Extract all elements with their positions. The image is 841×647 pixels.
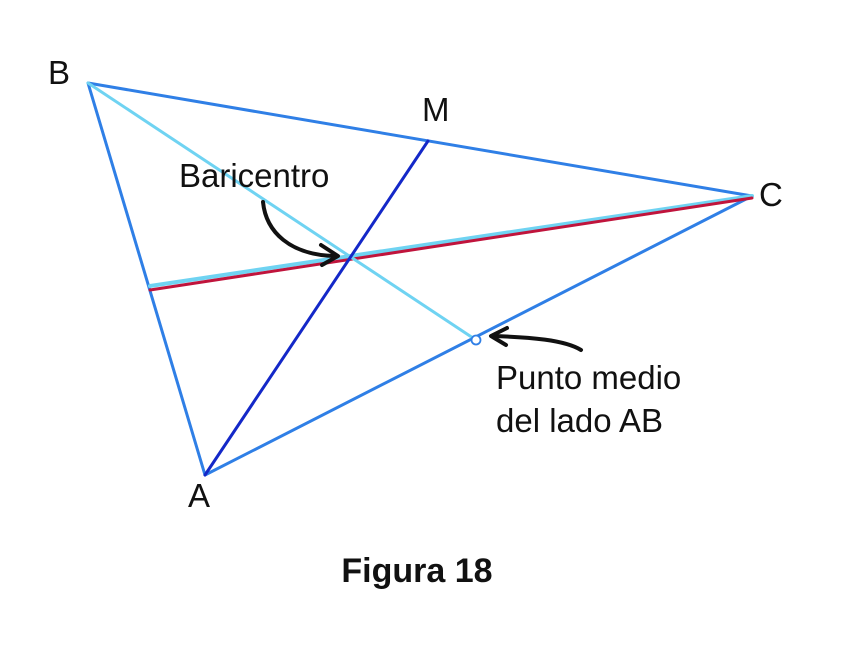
centroid-arrowhead-icon bbox=[319, 243, 340, 267]
centroid-arrow bbox=[261, 200, 340, 267]
midpoint-annotation-line2: del lado AB bbox=[496, 402, 663, 439]
side-bc bbox=[86, 81, 754, 198]
median-from-c-light bbox=[148, 194, 754, 288]
side-ab bbox=[86, 81, 207, 477]
midpoint-arrow bbox=[489, 326, 583, 352]
figure-caption: Figura 18 bbox=[341, 552, 492, 590]
midpoint-arrowhead-icon bbox=[489, 326, 509, 347]
vertex-label-a: A bbox=[188, 477, 210, 514]
medians bbox=[86, 81, 754, 477]
median-from-b bbox=[86, 81, 475, 340]
median-from-c-dark bbox=[148, 196, 754, 292]
midpoint-annotation-line1: Punto medio bbox=[496, 359, 681, 396]
vertex-label-b: B bbox=[48, 54, 70, 91]
centroid-annotation: Baricentro bbox=[179, 157, 329, 194]
midpoint-arrow-shaft bbox=[490, 334, 583, 352]
vertex-label-m: M bbox=[422, 91, 450, 128]
midpoint-marker bbox=[470, 334, 482, 346]
centroid-arrow-shaft bbox=[261, 200, 337, 258]
median-from-a bbox=[203, 139, 430, 477]
vertex-label-c: C bbox=[759, 176, 783, 213]
